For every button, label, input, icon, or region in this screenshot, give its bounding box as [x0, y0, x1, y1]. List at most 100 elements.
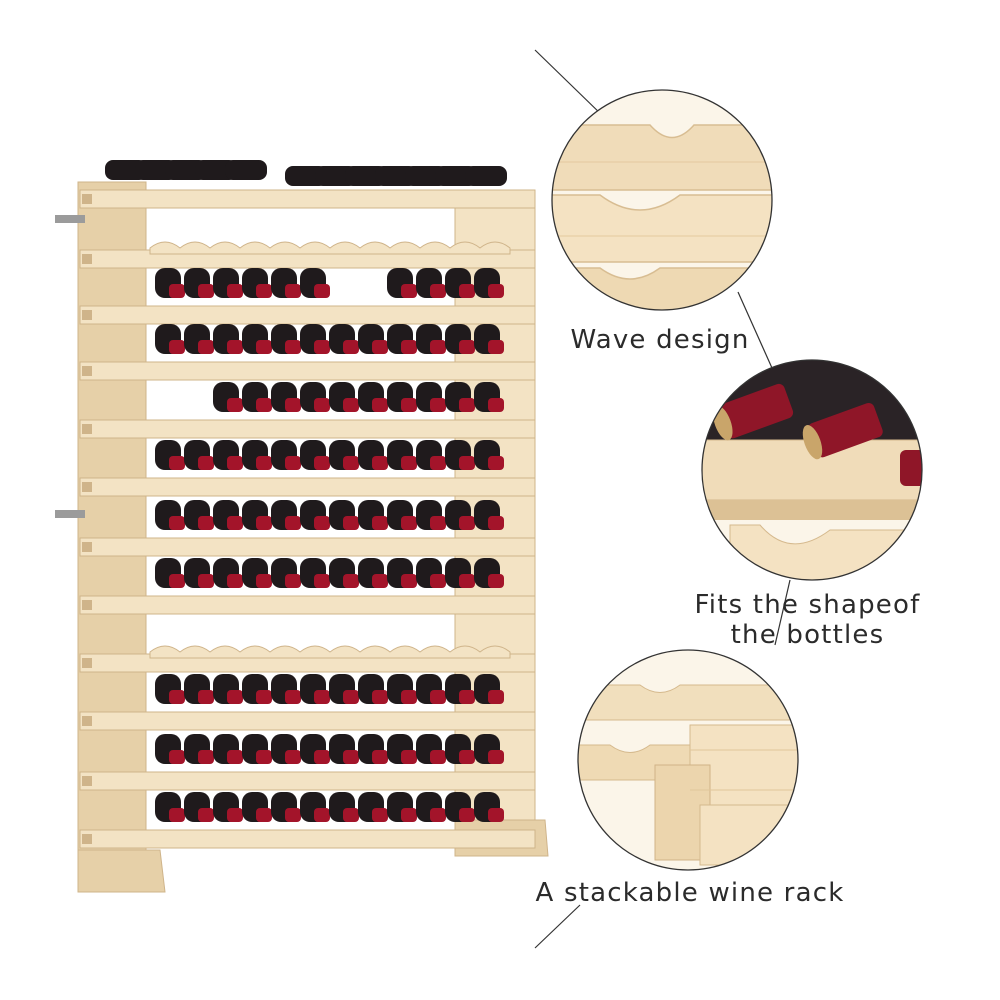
bottle-cap	[488, 284, 504, 298]
bottle-cap	[314, 340, 330, 354]
bottle-cap	[401, 516, 417, 530]
rack-left-foot	[77, 849, 166, 893]
bottle-cap	[488, 456, 504, 470]
wall-anchor-icon	[55, 510, 85, 518]
bottle-cap	[256, 808, 272, 822]
wall-anchor-icon	[55, 215, 85, 223]
bottle-cap	[343, 808, 359, 822]
rack-shelf	[79, 189, 536, 209]
rack-shelf	[79, 829, 536, 849]
stackable-callout	[534, 649, 799, 949]
bottle-cap	[459, 690, 475, 704]
callout-line	[534, 49, 606, 119]
bottle-cap	[198, 750, 214, 764]
bottle-cap	[169, 456, 185, 470]
bottle-cap	[401, 456, 417, 470]
wine-bottle	[225, 160, 267, 180]
bottle-cap	[314, 808, 330, 822]
bottle-cap	[372, 574, 388, 588]
bottle-cap	[430, 398, 446, 412]
bottle-cap	[401, 574, 417, 588]
bottle-cap	[401, 340, 417, 354]
bottle-cap	[198, 456, 214, 470]
rack-shelf	[79, 419, 536, 439]
bottle-cap	[343, 398, 359, 412]
bottle-cap	[459, 574, 475, 588]
bottle-cap	[372, 690, 388, 704]
rack-shelf	[79, 711, 536, 731]
bottle-cap	[227, 750, 243, 764]
bottle-cap	[227, 340, 243, 354]
bottle-cap	[314, 574, 330, 588]
bottle-cap	[314, 690, 330, 704]
bottle-cap	[198, 340, 214, 354]
bottle-cap	[459, 456, 475, 470]
bottle-cap	[227, 516, 243, 530]
bottle-cap	[430, 340, 446, 354]
bottle-cap	[372, 456, 388, 470]
wine-bottle	[465, 166, 507, 186]
rack-shelf	[79, 361, 536, 381]
bottle-cap	[285, 690, 301, 704]
bottle-cap	[343, 750, 359, 764]
bottle-fit-callout	[701, 359, 923, 646]
bottle-cap	[459, 398, 475, 412]
bottle-cap	[488, 398, 504, 412]
bottle-cap	[430, 574, 446, 588]
bottle-cap	[488, 690, 504, 704]
bottle-cap	[256, 456, 272, 470]
bottle-cap	[285, 516, 301, 530]
callout-line	[534, 904, 581, 949]
bottle-cap	[488, 574, 504, 588]
bottle-cap	[343, 456, 359, 470]
rack-shelf	[79, 477, 536, 497]
rack-shelf	[79, 305, 536, 325]
bottle-cap	[227, 284, 243, 298]
bottle-cap	[227, 398, 243, 412]
bottle-cap	[401, 284, 417, 298]
bottle-fit-label: Fits the shapeof the bottles	[675, 590, 940, 650]
bottle-cap	[314, 284, 330, 298]
bottle-cap	[227, 574, 243, 588]
bottle-cap	[430, 456, 446, 470]
bottle-cap	[401, 398, 417, 412]
bottle-cap	[256, 516, 272, 530]
bottle-cap	[314, 398, 330, 412]
bottle-cap	[459, 516, 475, 530]
stackable-joint-closeup-icon	[578, 650, 798, 870]
bottle-cap	[227, 456, 243, 470]
rack-left-post	[77, 181, 147, 855]
bottle-cap	[169, 284, 185, 298]
bottle-cap	[343, 690, 359, 704]
bottle-fit-label-line1: Fits the shapeof	[694, 590, 921, 620]
bottle-cap	[343, 574, 359, 588]
bottle-cap	[256, 574, 272, 588]
bottle-cap	[372, 516, 388, 530]
callout-line	[774, 579, 791, 646]
bottle-cap	[459, 750, 475, 764]
bottle-cap	[169, 340, 185, 354]
bottle-cap	[285, 456, 301, 470]
bottle-cap	[285, 340, 301, 354]
rack-shelf	[79, 537, 536, 557]
bottle-cap	[256, 690, 272, 704]
wave-shelf-closeup-icon	[552, 90, 772, 310]
bottle-cap	[314, 456, 330, 470]
bottle-cap	[198, 574, 214, 588]
bottle-cap	[198, 516, 214, 530]
bottle-cradle-closeup-icon	[702, 360, 922, 580]
bottle-cap	[343, 516, 359, 530]
bottle-cap	[256, 750, 272, 764]
bottle-cap	[459, 340, 475, 354]
bottle-cap	[459, 808, 475, 822]
bottle-cap	[430, 516, 446, 530]
bottle-cap	[343, 340, 359, 354]
bottle-cap	[401, 808, 417, 822]
bottle-cap	[285, 398, 301, 412]
rack-shelf	[79, 595, 536, 615]
bottle-cap	[198, 284, 214, 298]
bottle-cap	[285, 284, 301, 298]
bottle-cap	[401, 750, 417, 764]
bottle-cap	[372, 750, 388, 764]
